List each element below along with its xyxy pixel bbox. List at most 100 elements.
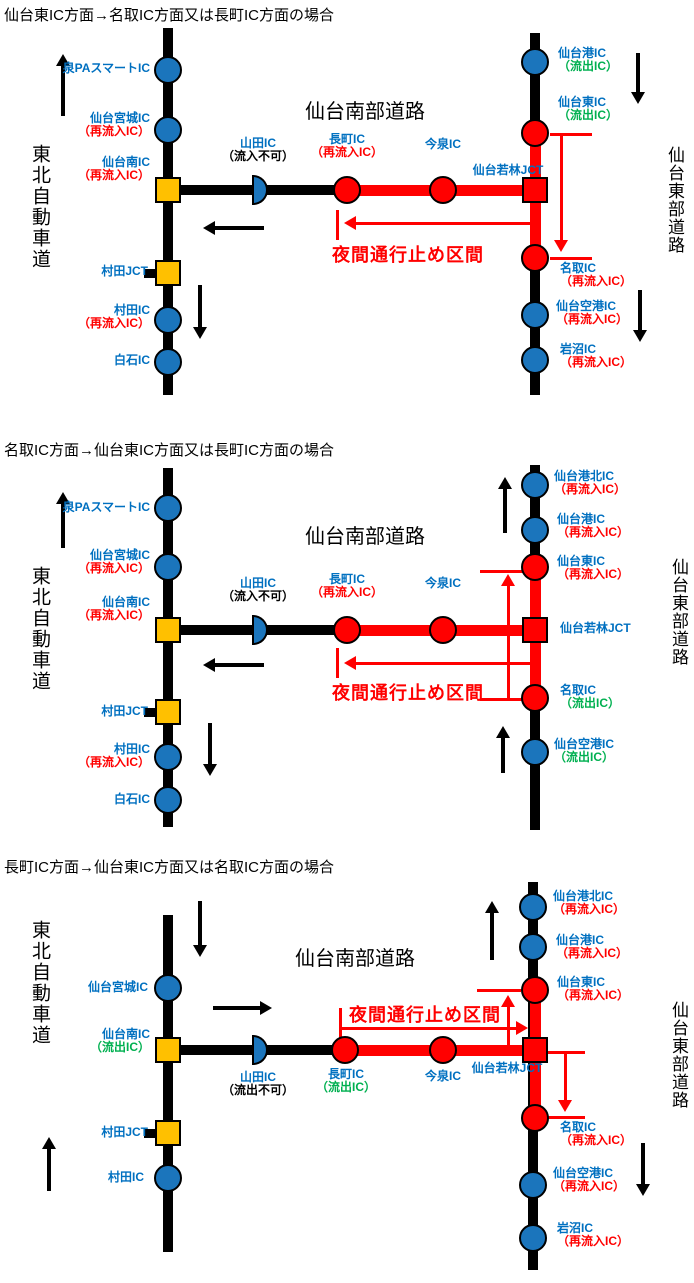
- label-line: 長町IC: [328, 572, 365, 586]
- label-imaizumi-ic: 今泉IC: [333, 138, 553, 151]
- closure-bracket-line: [480, 569, 523, 573]
- node-murata-jct: [155, 1120, 181, 1146]
- label-line: （再流入IC）: [77, 124, 150, 138]
- flow-arrow-down: [193, 945, 207, 957]
- label-line: （再流入IC）: [554, 482, 627, 496]
- label-line: （再流入IC）: [556, 312, 629, 326]
- label-iwanuma-ic: 岩沼IC（再流入IC）: [557, 1222, 629, 1248]
- detour-arrow-down-shaft: [559, 136, 563, 241]
- detour-arrow-left: [344, 656, 356, 670]
- detour-arrow-left: [344, 216, 356, 230]
- label-sendai-higashi-ic: 仙台東IC（再流入IC）: [557, 976, 629, 1002]
- detour-arrow-up-shaft: [506, 1006, 510, 1048]
- label-line: （再流入IC）: [557, 567, 630, 581]
- node-sendai-wakabayashi-jct: [522, 177, 548, 203]
- flow-arrow-up: [498, 477, 512, 489]
- label-line: （流出不可）: [221, 1083, 294, 1097]
- label-murata-jct: 村田JCT: [0, 265, 148, 278]
- label-sendai-miyagi-ic: 仙台宮城IC: [0, 981, 148, 994]
- label-line: （再流入IC）: [77, 168, 150, 182]
- murata-jct-stub: [144, 707, 157, 717]
- label-line: 仙台宮城IC: [89, 548, 150, 562]
- label-line: 村田JCT: [101, 704, 148, 718]
- label-line: 名取IC: [560, 683, 597, 697]
- label-shiroishi-ic: 白石IC: [0, 354, 150, 367]
- flow-arrow-up-shaft: [47, 1148, 51, 1191]
- label-line: （再流入IC）: [560, 1133, 633, 1147]
- label-sendai-miyagi-ic: 仙台宮城IC（再流入IC）: [0, 112, 150, 138]
- label-sendaiko-kita-ic: 仙台港北IC（再流入IC）: [554, 470, 626, 496]
- label-line: （流出IC）: [560, 696, 621, 710]
- detour-arrow-down-shaft: [563, 1054, 567, 1101]
- label-line: （再流入IC）: [557, 1234, 630, 1248]
- label-shiroishi-ic: 白石IC: [0, 793, 150, 806]
- flow-arrow-left-shaft: [214, 226, 264, 230]
- label-line: 仙台宮城IC: [87, 980, 148, 994]
- label-line: （再流入IC）: [77, 755, 150, 769]
- label-line: 村田JCT: [101, 264, 148, 278]
- flow-arrow-left: [203, 658, 215, 672]
- label-sendai-wakabayashi-jct: 仙台若林JCT: [397, 1062, 617, 1075]
- road-name-sendai-tobu-road: 仙台東部道路: [665, 146, 684, 254]
- label-line: （流入不可）: [221, 149, 294, 163]
- tohoku-expressway-road: [163, 28, 173, 395]
- label-line: 仙台港IC: [556, 933, 605, 947]
- detour-arrow-down: [558, 1100, 572, 1112]
- flow-arrow-down: [636, 1184, 650, 1196]
- label-line: 仙台東IC: [557, 975, 606, 989]
- flow-arrow-up-shaft: [503, 488, 507, 533]
- flow-arrow-up-shaft: [490, 912, 494, 960]
- flow-arrow-left-shaft: [214, 663, 264, 667]
- flow-arrow-up: [485, 901, 499, 913]
- flow-arrow-up: [42, 1137, 56, 1149]
- label-line: 岩沼IC: [560, 342, 597, 356]
- label-sendai-minami-ic: 仙台南IC（再流入IC）: [0, 596, 150, 622]
- label-line: （流出IC）: [554, 750, 615, 764]
- node-sendai-higashi-ic: [521, 976, 549, 1004]
- label-line: （再流入IC）: [77, 608, 150, 622]
- label-yamada-ic: 山田IC（流入不可）: [148, 577, 368, 603]
- label-line: 仙台南IC: [101, 1027, 150, 1041]
- label-line: 白石IC: [113, 353, 150, 367]
- node-sendai-miyagi-ic: [154, 974, 182, 1002]
- node-murata-ic: [154, 306, 182, 334]
- label-sendai-wakabayashi-jct: 仙台若林JCT: [398, 164, 618, 177]
- label-line: 今泉IC: [424, 576, 461, 590]
- node-yamada-ic: [252, 175, 268, 205]
- flow-arrow-down-shaft: [198, 285, 202, 328]
- closure-bracket-line: [545, 1115, 585, 1119]
- label-line: （再流入IC）: [310, 585, 383, 599]
- flow-arrow-up-shaft: [501, 737, 505, 773]
- label-line: 村田IC: [113, 303, 150, 317]
- label-line: （流入不可）: [221, 589, 294, 603]
- label-line: 仙台港IC: [558, 46, 607, 60]
- label-line: （流出IC）: [89, 1040, 150, 1054]
- label-izumi-pa-smart-ic: 泉PAスマートIC: [0, 62, 150, 75]
- detour-arrow-up: [501, 995, 515, 1007]
- label-sendai-kuko-ic: 仙台空港IC（再流入IC）: [553, 1167, 625, 1193]
- murata-jct-stub: [144, 1128, 157, 1138]
- flow-arrow-up-shaft: [61, 65, 65, 116]
- node-murata-ic: [154, 1164, 182, 1192]
- label-line: 仙台空港IC: [556, 299, 617, 313]
- flow-arrow-down-shaft: [641, 1143, 645, 1185]
- road-name-tohoku-expressway: 東北自動車道: [29, 920, 50, 1046]
- flow-arrow-down-shaft: [636, 53, 640, 93]
- node-yamada-ic: [252, 615, 268, 645]
- label-line: 名取IC: [560, 261, 597, 275]
- closure-section-label: 夜間通行止め区間: [349, 1005, 501, 1025]
- road-name-sendai-nanbu-road: 仙台南部道路: [305, 101, 425, 123]
- label-nagamachi-ic: 長町IC（流出IC）: [236, 1068, 456, 1094]
- label-nagamachi-ic: 長町IC（再流入IC）: [237, 133, 457, 159]
- label-line: （再流入IC）: [310, 145, 383, 159]
- label-line: （再流入IC）: [557, 525, 630, 539]
- node-iwanuma-ic: [519, 1224, 547, 1252]
- node-izumi-pa-smart-ic: [154, 494, 182, 522]
- detour-arrow-up: [501, 574, 515, 586]
- label-line: 仙台港IC: [557, 512, 606, 526]
- node-sendai-kuko-ic: [519, 1171, 547, 1199]
- label-nagamachi-ic: 長町IC（再流入IC）: [237, 573, 457, 599]
- label-sendai-wakabayashi-jct: 仙台若林JCT: [560, 622, 631, 635]
- label-line: 仙台若林JCT: [472, 163, 544, 177]
- detour-arrow-left-shaft: [355, 661, 533, 665]
